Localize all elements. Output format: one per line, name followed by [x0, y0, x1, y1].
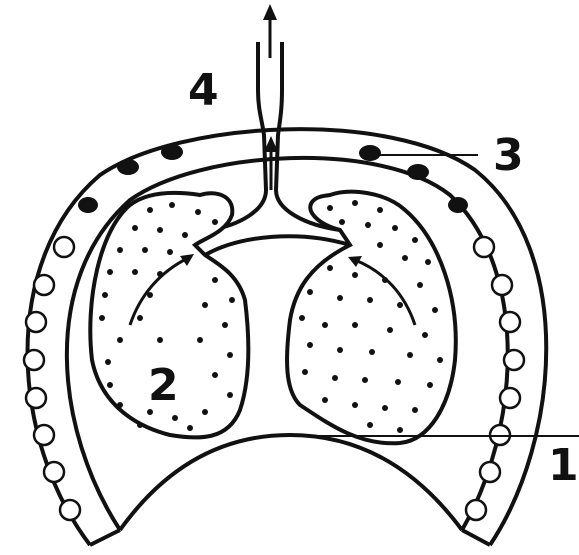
- hollow-dot: [24, 350, 44, 370]
- hollow-dot: [54, 237, 74, 257]
- filled-dot: [117, 159, 139, 175]
- up-arrow-icon: [263, 4, 277, 58]
- label-3: 3: [493, 130, 524, 181]
- hollow-dot: [500, 388, 520, 408]
- wall-end-right: [462, 530, 490, 545]
- bronchi-inner: [205, 236, 350, 255]
- hollow-dot: [492, 275, 512, 295]
- hollow-dot: [34, 425, 54, 445]
- hollow-dot: [26, 312, 46, 332]
- filled-dot: [161, 144, 183, 160]
- label-2: 2: [148, 360, 179, 411]
- filled-dot: [407, 164, 429, 180]
- filled-dot: [78, 197, 98, 213]
- wall-end-left: [90, 530, 120, 545]
- filled-dot: [359, 145, 381, 161]
- diaphragm: [120, 435, 462, 530]
- label-1: 1: [548, 440, 579, 491]
- hollow-dot: [44, 462, 64, 482]
- hollow-dot: [34, 275, 54, 295]
- label-4: 4: [188, 65, 219, 116]
- hollow-dot: [26, 388, 46, 408]
- right-lung: [287, 192, 456, 444]
- hollow-dot: [500, 312, 520, 332]
- hollow-dot: [480, 462, 500, 482]
- hollow-dot: [504, 350, 524, 370]
- hollow-dot: [466, 500, 486, 520]
- filled-dot: [448, 197, 468, 213]
- hollow-dot: [60, 500, 80, 520]
- hollow-dot: [474, 237, 494, 257]
